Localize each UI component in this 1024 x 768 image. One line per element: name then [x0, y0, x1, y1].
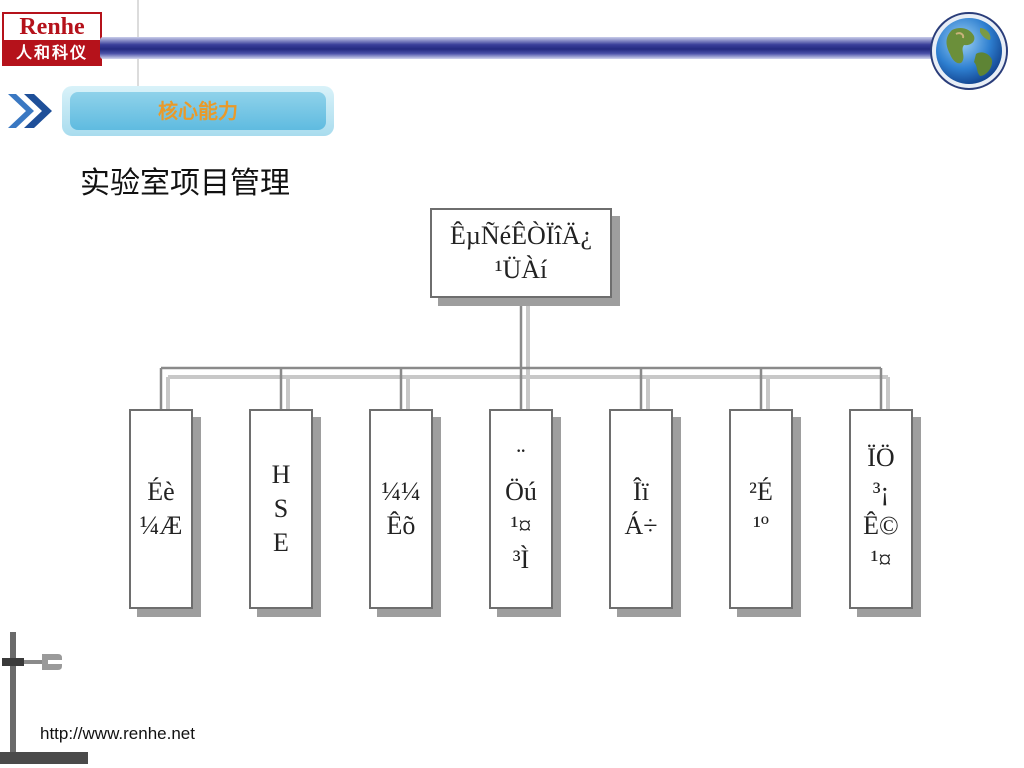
- org-child-node: ¼¼ Êõ: [369, 409, 433, 609]
- company-logo: Renhe 人和科仪: [2, 12, 102, 66]
- lab-stand-icon: [0, 632, 88, 764]
- org-child-label: H S E: [271, 460, 291, 557]
- org-child-node: Îï Á÷: [609, 409, 673, 609]
- org-root-label: ÊµÑéÊÒÏîÄ¿ ¹ÜÀí: [449, 221, 593, 284]
- logo-english: Renhe: [2, 12, 102, 40]
- org-child-label: ¨ Öú ¹¤ ³Ì: [505, 443, 537, 574]
- org-child-node: Éè ¼Æ: [129, 409, 193, 609]
- globe-icon: [930, 12, 1008, 90]
- logo-chinese: 人和科仪: [2, 40, 102, 66]
- org-child-node: ÏÖ ³¡ Ê© ¹¤: [849, 409, 913, 609]
- slide-title: 实验室项目管理: [80, 166, 290, 201]
- org-child-node: ²É ¹º: [729, 409, 793, 609]
- org-child-node: ¨ Öú ¹¤ ³Ì: [489, 409, 553, 609]
- org-root-node: ÊµÑéÊÒÏîÄ¿ ¹ÜÀí: [430, 208, 612, 298]
- org-child-label: ÏÖ ³¡ Ê© ¹¤: [863, 443, 899, 574]
- footer-url[interactable]: http://www.renhe.net: [40, 724, 195, 743]
- section-badge: 核心能力: [62, 86, 334, 136]
- org-child-label: Îï Á÷: [624, 477, 658, 540]
- chevron-right-icon: [8, 94, 52, 128]
- org-child-label: Éè ¼Æ: [139, 477, 183, 540]
- org-child-node: H S E: [249, 409, 313, 609]
- section-badge-label: 核心能力: [70, 92, 326, 130]
- header-bar: [100, 37, 946, 59]
- org-child-label: ¼¼ Êõ: [381, 477, 421, 540]
- org-child-label: ²É ¹º: [749, 477, 773, 540]
